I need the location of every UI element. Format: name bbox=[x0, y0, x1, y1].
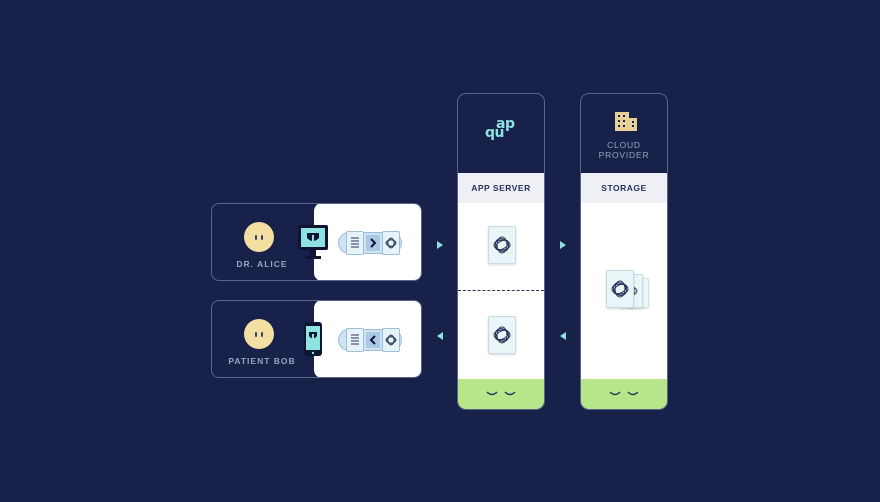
app-server-header: APP SERVER bbox=[458, 173, 544, 203]
document-icon bbox=[346, 328, 364, 352]
cloud-provider-title: CLOUD PROVIDER bbox=[598, 140, 650, 160]
avatar-bob bbox=[244, 319, 274, 349]
avatar-alice bbox=[244, 222, 274, 252]
decrypt-arrow-icon bbox=[366, 332, 380, 348]
encrypted-blob-icon bbox=[382, 231, 400, 255]
arrow-left-icon bbox=[560, 332, 566, 340]
user-label-alice: DR. ALICE bbox=[236, 259, 288, 269]
closed-eyes-icon bbox=[486, 391, 516, 396]
building-icon bbox=[615, 112, 637, 131]
app-server-column: ap qu APP SERVER bbox=[457, 93, 545, 410]
user-row-alice: DR. ALICE bbox=[211, 203, 422, 281]
status-ok-footer bbox=[581, 379, 667, 409]
desktop-monitor-icon bbox=[297, 224, 329, 267]
divider-dashed bbox=[458, 290, 544, 291]
encrypt-arrow-icon bbox=[366, 235, 380, 251]
arrow-left-icon bbox=[437, 332, 443, 340]
encrypted-blob-icon bbox=[488, 316, 516, 354]
app-logo: ap qu bbox=[485, 116, 515, 141]
encrypted-blob-icon bbox=[488, 226, 516, 264]
arrow-right-icon bbox=[560, 241, 566, 249]
encrypted-blob-icon bbox=[606, 270, 634, 308]
cloud-provider-column: CLOUD PROVIDER STORAGE bbox=[580, 93, 668, 410]
phone-icon bbox=[303, 321, 323, 362]
user-label-bob: PATIENT BOB bbox=[228, 356, 296, 366]
encrypted-blob-icon bbox=[382, 328, 400, 352]
storage-header: STORAGE bbox=[581, 173, 667, 203]
document-icon bbox=[346, 231, 364, 255]
user-row-bob: PATIENT BOB bbox=[211, 300, 422, 378]
status-ok-footer bbox=[458, 379, 544, 409]
closed-eyes-icon bbox=[609, 391, 639, 396]
arrow-right-icon bbox=[437, 241, 443, 249]
